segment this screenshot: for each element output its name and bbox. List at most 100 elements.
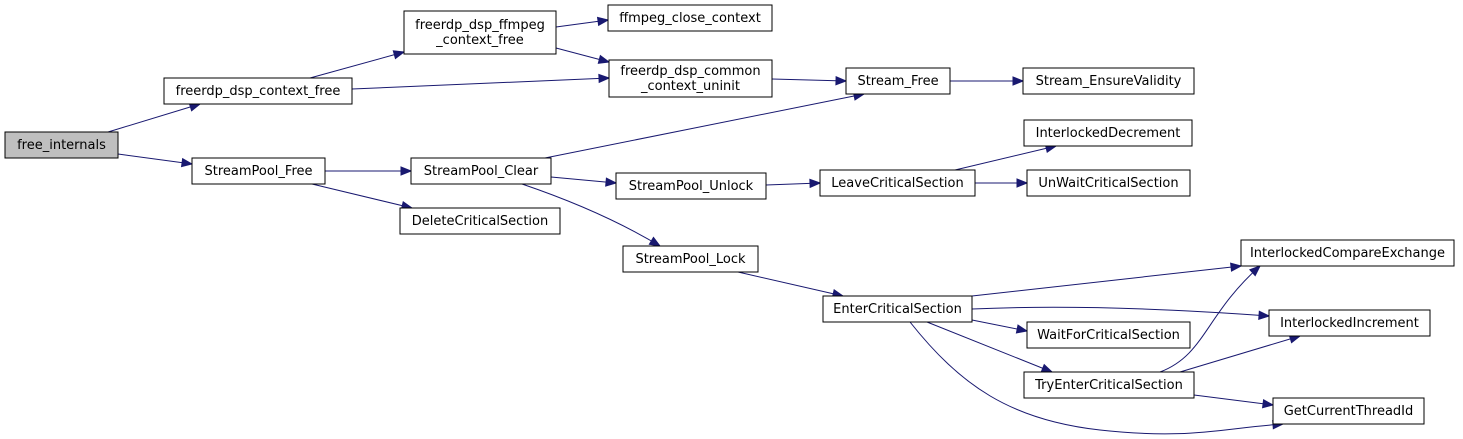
nodes-layer: free_internals freerdp_dsp_context_free fr… <box>4 4 1455 425</box>
node-label: GetCurrentThreadId <box>1284 404 1414 419</box>
node-label: InterlockedCompareExchange <box>1250 246 1445 261</box>
node-InterlockedDecrement[interactable]: InterlockedDecrement <box>1023 119 1193 147</box>
node-StreamPool_Free[interactable]: StreamPool_Free <box>191 157 326 185</box>
arrowhead-icon <box>809 178 822 189</box>
node-box[interactable] <box>1023 119 1193 147</box>
node-freerdp_dsp_context_free[interactable]: freerdp_dsp_context_free <box>163 77 353 105</box>
arrowhead-icon <box>648 236 662 247</box>
node-box[interactable] <box>4 131 119 159</box>
node-box[interactable] <box>822 295 973 323</box>
edge-StreamPool_Unlock-to-LeaveCriticalSection <box>765 178 822 189</box>
node-StreamPool_Lock[interactable]: StreamPool_Lock <box>622 245 759 273</box>
node-UnWaitCriticalSection[interactable]: UnWaitCriticalSection <box>1026 169 1191 197</box>
node-freerdp_dsp_ffmpeg_context_free[interactable]: freerdp_dsp_ffmpeg_context_free <box>403 10 557 55</box>
node-LeaveCriticalSection[interactable]: LeaveCriticalSection <box>819 169 976 197</box>
edge-StreamPool_Free-to-StreamPool_Clear <box>325 166 413 176</box>
node-ffmpeg_close_context[interactable]: ffmpeg_close_context <box>607 4 773 32</box>
node-StreamPool_Clear[interactable]: StreamPool_Clear <box>410 157 552 185</box>
node-WaitForCriticalSection[interactable]: WaitForCriticalSection <box>1026 321 1191 349</box>
edge-line <box>550 176 617 184</box>
arrowhead-icon <box>180 157 194 168</box>
node-box[interactable] <box>403 10 557 55</box>
edge-line <box>909 321 1284 435</box>
node-box[interactable] <box>1026 321 1191 349</box>
node-InterlockedIncrement[interactable]: InterlockedIncrement <box>1268 309 1431 337</box>
node-box[interactable] <box>845 67 951 95</box>
node-box[interactable] <box>819 169 976 197</box>
edge-LeaveCriticalSection-to-InterlockedDecrement <box>954 143 1058 171</box>
edge-line <box>117 153 193 165</box>
edge-free_internals-to-StreamPool_Free <box>117 153 194 168</box>
node-label: freerdp_dsp_common <box>620 64 760 79</box>
node-box[interactable] <box>607 4 773 32</box>
edge-EnterCriticalSection-to-InterlockedCompareExchange <box>971 262 1243 297</box>
arrowhead-icon <box>1040 363 1054 373</box>
node-Stream_Free[interactable]: Stream_Free <box>845 67 951 95</box>
node-box[interactable] <box>1023 371 1195 399</box>
edge-StreamPool_Clear-to-Stream_Free <box>544 91 866 159</box>
edge-line <box>107 103 201 133</box>
node-box[interactable] <box>410 157 552 185</box>
edge-line <box>1179 335 1301 373</box>
edge-free_internals-to-freerdp_dsp_context_free <box>107 102 202 133</box>
node-box[interactable] <box>608 59 773 98</box>
node-box[interactable] <box>1272 397 1425 425</box>
node-label: EnterCriticalSection <box>833 302 962 317</box>
node-label: TryEnterCriticalSection <box>1034 378 1183 393</box>
arrowhead-icon <box>597 54 611 64</box>
edge-line <box>1193 394 1274 406</box>
edge-EnterCriticalSection-to-InterlockedIncrement <box>971 306 1271 320</box>
node-label: Stream_Free <box>857 74 938 89</box>
edge-line <box>1159 265 1261 373</box>
edge-freerdp_dsp_context_free-to-freerdp_dsp_common_context_uninit <box>351 73 611 90</box>
edge-line <box>351 77 610 90</box>
node-free_internals[interactable]: free_internals <box>4 131 119 159</box>
arrowhead-icon <box>835 75 848 86</box>
edge-line <box>737 271 844 297</box>
arrowhead-icon <box>1015 324 1029 334</box>
node-label: InterlockedDecrement <box>1036 126 1181 141</box>
arrowhead-icon <box>605 177 618 187</box>
arrowhead-icon <box>1230 262 1243 272</box>
edge-line <box>311 183 413 209</box>
edge-freerdp_dsp_context_free-to-freerdp_dsp_ffmpeg_context_free <box>309 50 406 79</box>
node-box[interactable] <box>615 172 767 200</box>
node-freerdp_dsp_common_context_uninit[interactable]: freerdp_dsp_common_context_uninit <box>608 59 773 98</box>
edge-line <box>544 93 865 159</box>
node-EnterCriticalSection[interactable]: EnterCriticalSection <box>822 295 973 323</box>
edges-layer <box>107 16 1302 435</box>
arrowhead-icon <box>1012 76 1025 86</box>
node-label: StreamPool_Clear <box>424 164 539 179</box>
edge-TryEnterCriticalSection-to-InterlockedIncrement <box>1179 334 1302 373</box>
edge-TryEnterCriticalSection-to-InterlockedCompareExchange <box>1159 265 1262 373</box>
node-GetCurrentThreadId[interactable]: GetCurrentThreadId <box>1272 397 1425 425</box>
edge-EnterCriticalSection-to-WaitForCriticalSection <box>971 319 1029 334</box>
node-Stream_EnsureValidity[interactable]: Stream_EnsureValidity <box>1022 67 1195 95</box>
edge-line <box>954 145 1057 171</box>
node-box[interactable] <box>191 157 326 185</box>
edge-StreamPool_Clear-to-StreamPool_Unlock <box>550 176 618 187</box>
node-box[interactable] <box>1268 309 1431 337</box>
node-DeleteCriticalSection[interactable]: DeleteCriticalSection <box>399 207 561 235</box>
node-TryEnterCriticalSection[interactable]: TryEnterCriticalSection <box>1023 371 1195 399</box>
node-label: _context_free <box>435 33 524 48</box>
edge-line <box>971 265 1242 297</box>
node-label: StreamPool_Lock <box>635 252 746 267</box>
node-box[interactable] <box>1240 239 1455 267</box>
node-box[interactable] <box>163 77 353 105</box>
edge-Stream_Free-to-Stream_EnsureValidity <box>950 76 1025 86</box>
edge-line <box>309 51 405 79</box>
node-StreamPool_Unlock[interactable]: StreamPool_Unlock <box>615 172 767 200</box>
edge-line <box>926 321 1053 373</box>
edge-line <box>771 78 847 82</box>
edge-line <box>521 183 661 247</box>
node-box[interactable] <box>1022 67 1195 95</box>
node-box[interactable] <box>622 245 759 273</box>
node-box[interactable] <box>399 207 561 235</box>
node-label: InterlockedIncrement <box>1280 316 1419 331</box>
node-box[interactable] <box>1026 169 1191 197</box>
arrowhead-icon <box>1249 265 1262 277</box>
node-InterlockedCompareExchange[interactable]: InterlockedCompareExchange <box>1240 239 1455 267</box>
edge-StreamPool_Free-to-DeleteCriticalSection <box>311 183 414 211</box>
node-label: freerdp_dsp_context_free <box>176 84 341 99</box>
